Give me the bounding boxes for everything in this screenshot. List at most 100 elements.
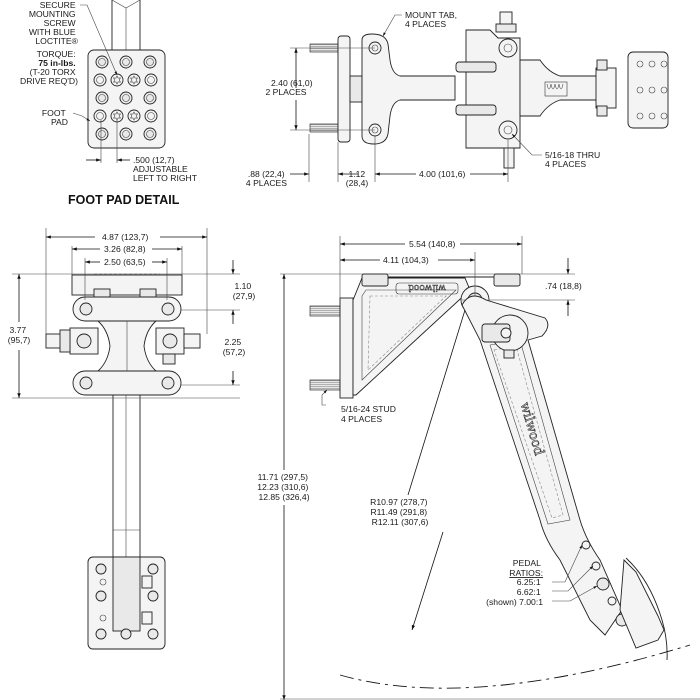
mount-flange [337,35,351,143]
stud-dim-line: .88 (22,4) [248,169,285,179]
spare-hole [607,596,617,606]
front-bottom-nut [162,353,176,365]
side-view: wilwood wilwood [257,236,700,700]
height-dim-line: 2.40 (61,0) [271,78,313,88]
radius-line: R12.11 (307,6) [372,517,429,527]
bracket-tab [361,273,389,287]
side-bracket [352,277,471,396]
pedal-ratios-title-line: RATIOS: [509,568,543,578]
pad-hole-inner [147,76,155,84]
length-overall-label: 5.54 (140,8) [409,239,455,249]
front-top-plate [71,274,183,296]
torx-screw-icon [112,75,122,85]
torque-note-line: TORQUE: [37,49,76,59]
foot-pad-detail-title: FOOT PAD DETAIL [68,193,180,207]
pad-screw-hole [144,73,158,87]
adjust-note-line: .500 (12,7) [133,155,175,165]
clevis [595,67,617,109]
front-pad-shaft-overlap [112,556,141,632]
pad-hole [143,91,157,105]
adjust-note: .500 (12,7) ADJUSTABLE LEFT TO RIGHT [133,155,198,183]
screw-note-line: SECURE [40,0,76,10]
screw-leader [80,4,118,76]
pedal-height-line: 12.23 (310,6) [257,482,308,492]
thru-note-line: 4 PLACES [545,159,586,169]
front-pad-hole [95,563,107,575]
mount-tab-leader [382,14,402,37]
height-overall-line: 3.77 [9,325,26,335]
pad-side-hole [648,60,656,68]
stud-lower [309,123,339,133]
adjust-dimension [86,120,130,163]
bolt-bottom [503,147,515,169]
front-tab-hole [79,302,93,316]
stud-dim-label: .88 (22,4) 4 PLACES [246,169,287,188]
pad-hole-inner [96,76,104,84]
pad-side-hole [660,60,668,68]
pad-side-hole [660,112,668,120]
side-stud-lower [309,379,341,391]
front-pad-hole [147,628,159,640]
pedal-arm-stub [111,0,141,52]
pad-hole-inner [96,112,104,120]
pivot-height-label: .74 (18,8) [545,281,582,291]
front-pad-small-hole [99,614,107,622]
nut-top [495,23,517,33]
pad-hole [95,91,109,105]
pedal-height-line: 11.71 (297,5) [258,472,309,482]
pad-hole-inner [98,130,106,138]
foot-pad-detail: SECURE MOUNTING SCREW WITH BLUE LOCTITE®… [20,0,198,207]
front-tab-hole [161,376,175,390]
thru-hole-top [498,38,518,58]
radius-label: R10.97 (278,7) R11.49 (291,8) R12.11 (30… [370,497,430,527]
stud-note-line: 4 PLACES [341,414,382,424]
pad-hole [95,127,109,141]
torque-value: 75 in-lbs. [38,58,75,68]
front-tab-hole [79,376,93,390]
pivot-bushing-top [455,61,497,73]
pedal-height-label: 11.71 (297,5) 12.23 (310,6) 12.85 (326,4… [257,472,311,502]
thru-leader [511,133,542,156]
torx-screw-icon [129,75,139,85]
adjust-note-line: ADJUSTABLE [133,164,188,174]
pad-screw-hole [127,73,141,87]
foot-pad-label-line: FOOT [42,108,67,118]
top-view: MOUNT TAB, 4 PLACES 2.40 (61,0) 2 PLACES… [246,10,669,188]
side-mount-plate [339,297,354,399]
mount-bracket-body [361,33,456,145]
width-mid-label: 3.26 (82,8) [104,244,146,254]
height-overall-label: 3.77 (95,7) [8,325,31,345]
screw-note-line: SCREW [44,18,77,28]
pivot-offset-label: 4.11 (104,3) [383,255,429,265]
side-stud-upper [309,305,341,317]
pad-hole [119,127,133,141]
pad-hole [143,127,157,141]
top-offset-line: 1.10 [234,281,251,291]
hole-spacing-label: 2.25 (57,2) [223,337,246,357]
torque-note: TORQUE: 75 in-lbs. (T-20 TORX DRIVE REQ'… [20,49,78,86]
front-pad-nut [141,611,153,625]
pad-hole-inner [146,94,154,102]
pedal-ratio: (shown) 7.00:1 [486,597,543,607]
height-dim-line: 2 PLACES [265,87,306,97]
ratio-hole-6-62 [591,561,601,571]
pad-hole-inner [146,130,154,138]
pedal-lever [461,295,623,636]
pad-hole-inner [147,112,155,120]
pad-hole [119,55,133,69]
pad-screw-hole [110,73,124,87]
front-foot-pad-holes [95,563,159,640]
offset-dim-line: 1.12 [348,169,365,179]
height-overall-line: (95,7) [8,335,31,345]
thru-note-line: 5/16-18 THRU [545,150,600,160]
wilwood-logo-top [544,81,568,97]
torque-note-line: DRIVE REQ'D) [20,76,78,86]
front-pad-small-hole [99,578,107,586]
flange-boss [349,75,363,103]
pivot-housing [465,29,521,149]
screw-note-line: WITH BLUE [29,27,76,37]
pedal-travel-arc [339,644,691,689]
ratio-leader-6-25 [552,544,583,583]
foot-pad-leader [72,112,91,122]
pad-side-hole [648,86,656,94]
